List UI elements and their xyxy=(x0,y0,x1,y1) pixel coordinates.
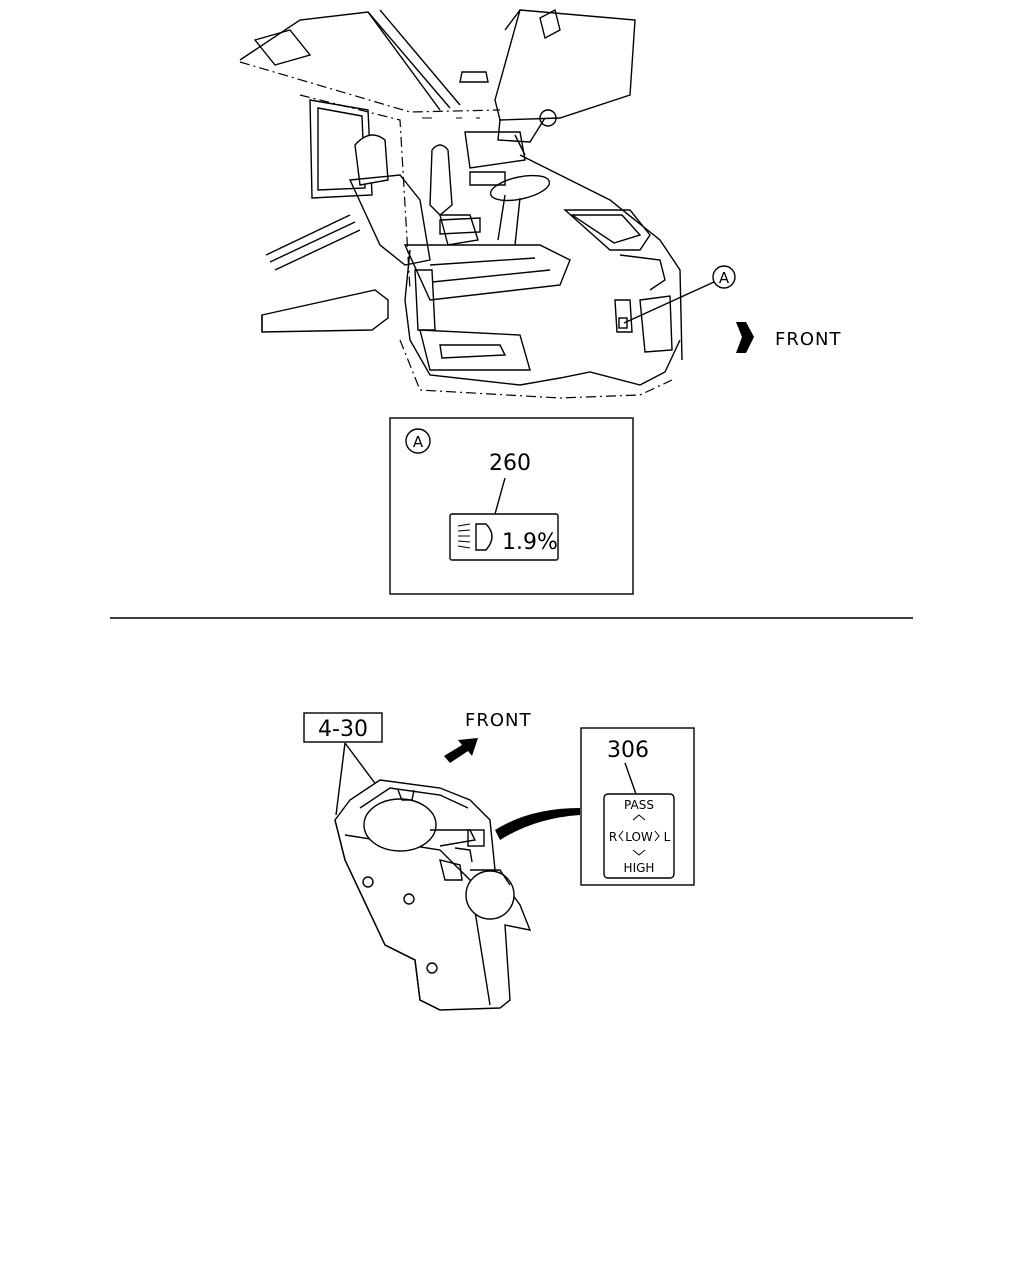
detail-a-panel: A 260 1.9% xyxy=(389,417,634,595)
cab-interior-illustration xyxy=(239,8,715,399)
callout-marker-a: A xyxy=(712,265,736,289)
front-label: FRONT xyxy=(775,329,842,350)
front-direction-indicator-lower: FRONT xyxy=(444,710,532,763)
switch-face xyxy=(603,793,675,879)
headlamp-beam-icon xyxy=(457,523,493,551)
chevron-right-icon xyxy=(654,830,660,842)
part-number-260: 260 xyxy=(489,451,531,476)
ref-label-box: 4-30 xyxy=(303,712,383,816)
front-direction-indicator-top: FRONT xyxy=(736,322,842,353)
chevron-down-icon xyxy=(632,849,646,856)
part-number-306: 306 xyxy=(607,738,649,763)
detail-marker: A xyxy=(413,433,424,451)
chevron-up-icon xyxy=(632,814,646,821)
switch-low-label: LOW xyxy=(625,830,653,844)
part-306-panel: 306 PASS R LOW L HIGH xyxy=(580,727,695,886)
switch-l-label: L xyxy=(664,830,671,844)
front-arrow-icon xyxy=(736,322,754,353)
switch-pass-label: PASS xyxy=(624,798,654,812)
front-label: FRONT xyxy=(465,710,532,731)
svg-text:A: A xyxy=(719,269,730,287)
switch-readout: 1.9% xyxy=(502,530,558,555)
front-arrow-icon xyxy=(444,738,478,763)
switch-high-label: HIGH xyxy=(624,861,655,875)
combination-switch-illustration xyxy=(334,779,580,1011)
level-switch-face xyxy=(449,513,559,561)
switch-r-label: R xyxy=(609,830,617,844)
ref-label: 4-30 xyxy=(318,717,368,742)
chevron-left-icon xyxy=(618,830,624,842)
